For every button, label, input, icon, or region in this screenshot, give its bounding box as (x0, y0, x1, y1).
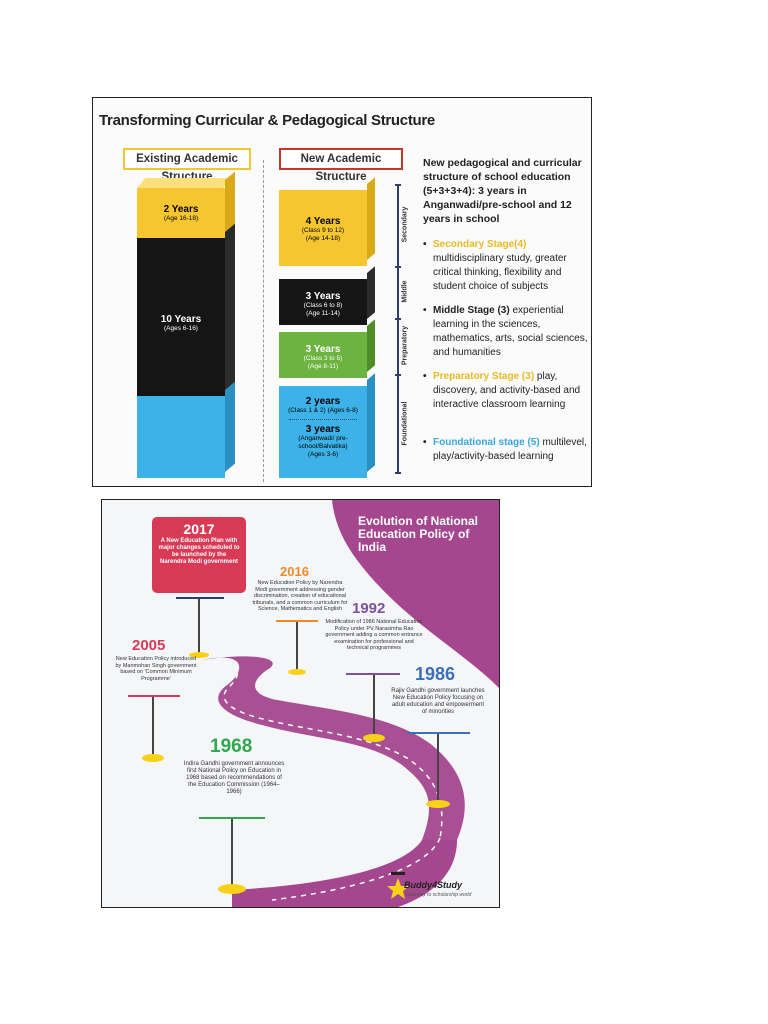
bullet-dot: • (423, 305, 427, 316)
stage-bracket-line (397, 184, 399, 474)
road-dashes (213, 661, 443, 839)
desc-2005: New Education Policy introduced by Manmo… (115, 656, 197, 682)
existing-blue-block (137, 396, 225, 478)
existing-structure-header: Existing Academic Structure (123, 148, 251, 183)
stage-tick (395, 184, 401, 186)
stage-tick (395, 374, 401, 376)
new-blue-side (367, 373, 375, 472)
pole-base-2017 (189, 652, 209, 658)
new-green-side (367, 319, 375, 372)
desc-2017: A New Education Plan with major changes … (158, 538, 240, 565)
existing-2-years-block: 2 Years (Age 16-18) (137, 188, 225, 240)
panel-title: Transforming Curricular & Pedagogical St… (99, 112, 435, 129)
new-yellow-side (367, 177, 375, 260)
bullet-secondary: • Secondary Stage(4) multidisciplinary s… (423, 238, 591, 294)
structure-intro-text: New pedagogical and curricular structure… (423, 157, 582, 225)
stage-label-foundational: Foundational (401, 401, 409, 446)
bullet-middle: • Middle Stage (3) experiential learning… (423, 304, 591, 360)
existing-yellow-top (137, 178, 232, 188)
bullet-stage-name: Preparatory Stage (3) (433, 371, 535, 382)
existing-blue-side (225, 381, 235, 472)
bullet-preparatory: • Preparatory Stage (3) play, discovery,… (423, 370, 591, 412)
bullet-dot: • (423, 239, 427, 250)
bullet-foundational: • Foundational stage (5) multilevel, pla… (423, 436, 591, 464)
road-illustration (128, 500, 499, 907)
logo-cap-icon (391, 872, 405, 875)
evolution-title: Evolution of National Education Policy o… (358, 514, 478, 554)
bullet-text: experiential learning in the sciences, m… (433, 305, 588, 358)
bullet-text: play, discovery, and activity-based and … (433, 371, 581, 410)
bullet-dot: • (423, 437, 427, 448)
pole-base-1986 (426, 800, 450, 808)
new-black-side (367, 266, 375, 319)
logo-tagline: Gateway to scholarship world (406, 892, 472, 898)
year-2005: 2005 (132, 637, 166, 654)
pole-base-2016 (288, 669, 306, 675)
new-preparatory-block: 3 Years (Class 3 to 5) (Age 8-11) (279, 332, 367, 378)
desc-1986: Rajiv Gandhi government launches New Edu… (391, 688, 485, 715)
bullet-text: multidisciplinary study, greater critica… (433, 253, 567, 292)
bullet-text: multilevel, play/activity-based learning (433, 437, 587, 462)
year-2017: 2017 (183, 521, 215, 537)
new-middle-block: 3 Years (Class 6 to 8) (Age 11-14) (279, 279, 367, 325)
buddy4study-logo: Buddy4Study (404, 880, 463, 890)
new-foundational-block: 2 years (Class 1 & 2) (Ages 6-8) 3 years… (279, 386, 367, 478)
new-secondary-block: 4 Years (Class 9 to 12) (Age 14-18) (279, 190, 367, 266)
desc-1992: Modification of 1986 National Education … (325, 619, 423, 651)
bullet-stage-name: Secondary Stage(4) (433, 239, 527, 250)
bullet-stage-name: Middle Stage (3) (433, 305, 510, 316)
existing-black-side (225, 223, 235, 392)
curricular-structure-panel: Transforming Curricular & Pedagogical St… (92, 97, 592, 487)
title-banner (332, 500, 499, 689)
card-2017: 2017 A New Education Plan with major cha… (152, 517, 246, 593)
stage-label-secondary: Secondary (401, 206, 409, 243)
year-1992: 1992 (352, 600, 386, 617)
desc-1968: Indira Gandhi government announces first… (183, 761, 285, 795)
bullet-stage-name: Foundational stage (5) (433, 437, 540, 448)
pole-base-1992 (363, 734, 385, 742)
year-2016: 2016 (280, 564, 309, 579)
pole-base-2005 (142, 754, 164, 762)
year-1968: 1968 (210, 736, 253, 757)
road (202, 656, 465, 840)
existing-10-years-block: 10 Years (Ages 6-16) (137, 238, 225, 396)
stage-tick (395, 318, 401, 320)
year-1986: 1986 (415, 664, 456, 684)
bullet-dot: • (423, 371, 427, 382)
foundational-dotted-divider (289, 419, 357, 420)
desc-2016: New Education Policy by Narendra Modi go… (252, 580, 348, 612)
stage-tick (395, 472, 401, 474)
pole-base-1968 (218, 884, 246, 894)
logo-star-icon (387, 878, 409, 899)
policy-evolution-panel: Evolution of National Education Policy o… (101, 499, 500, 908)
stage-label-preparatory: Preparatory (401, 325, 409, 366)
column-divider (263, 160, 264, 482)
stage-tick (395, 266, 401, 268)
road-lower-dashes (271, 837, 441, 901)
new-structure-header: New Academic Structure (279, 148, 403, 183)
